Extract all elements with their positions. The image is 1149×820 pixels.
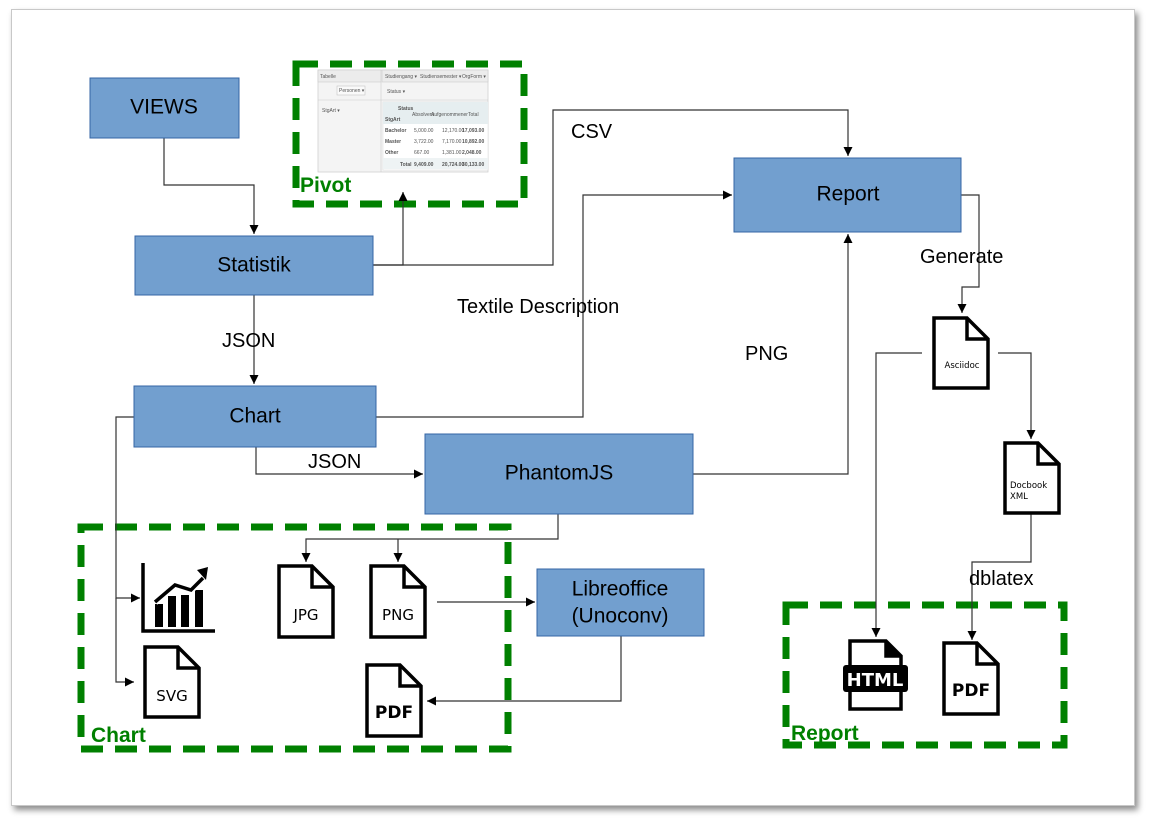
file-pdf-report-icon[interactable]: PDF <box>942 641 1000 716</box>
edge-phantomjs-report-png <box>693 234 853 475</box>
pivot-row: Bachelor 5,000.00 12,170.00 17,093.00 <box>385 128 484 134</box>
node-libreoffice-label-1: Libreoffice <box>572 578 669 601</box>
edge-phantomjs-jpg <box>301 514 559 562</box>
file-svg-label: SVG <box>156 687 187 705</box>
file-docbook-label-2: XML <box>1010 492 1028 502</box>
node-phantomjs[interactable]: PhantomJS <box>424 433 694 515</box>
pivot-cell: 12,170.00 <box>442 128 464 134</box>
pivot-value-field[interactable]: Personen ▾ <box>339 88 365 94</box>
pivot-cell: 30,133.00 <box>462 162 484 168</box>
edge-statistik-report-csv <box>373 109 853 266</box>
pivot-total-label: Total <box>400 162 412 168</box>
pivot-row-label: Master <box>385 139 401 145</box>
node-statistik[interactable]: Statistik <box>134 235 374 296</box>
edge-views-statistik <box>163 138 259 234</box>
file-docbook-icon[interactable]: Docbook XML <box>1003 441 1061 515</box>
pivot-row-label: Bachelor <box>385 128 406 134</box>
file-html-icon[interactable]: HTML <box>843 639 908 711</box>
node-views[interactable]: VIEWS <box>89 77 240 139</box>
pivot-cell: 20,724.00 <box>442 162 464 168</box>
pivot-cell: 1,381.00 <box>442 150 462 156</box>
pivot-cell: 10,892.00 <box>462 139 484 145</box>
node-chart-label: Chart <box>229 405 281 428</box>
file-png-label: PNG <box>382 606 414 624</box>
edge-report-asciidoc <box>957 194 980 313</box>
pivot-table-select[interactable]: Tabelle <box>320 74 336 80</box>
edge-label-dblatex: dblatex <box>969 568 1034 590</box>
edge-libreoffice-pdf <box>427 636 622 706</box>
pivot-cell: 667.00 <box>414 150 430 156</box>
edge-docbook-pdf-dblatex <box>967 512 1032 640</box>
node-libreoffice[interactable]: Libreoffice (Unoconv) <box>536 568 705 637</box>
edge-asciidoc-docbook <box>998 352 1036 439</box>
edge-label-json-2: JSON <box>308 451 361 473</box>
edge-label-csv: CSV <box>571 121 613 143</box>
pivot-header-stgart: StgArt <box>385 117 401 123</box>
pivot-table-preview: Tabelle Studiengang ▾ Studiensemester ▾ … <box>317 69 489 173</box>
pivot-col-field-status[interactable]: Status ▾ <box>387 89 406 95</box>
group-chart-label: Chart <box>91 724 146 747</box>
edge-label-json-1: JSON <box>222 330 275 352</box>
file-jpg-icon[interactable]: JPG <box>277 564 335 639</box>
pivot-total-row: Total 9,409.00 20,724.00 30,133.00 <box>383 158 488 169</box>
edge-label-textile: Textile Description <box>457 296 619 318</box>
node-statistik-label: Statistik <box>217 254 291 277</box>
pivot-col-field-3[interactable]: OrgForm ▾ <box>462 74 486 80</box>
pivot-row-field[interactable]: StgArt ▾ <box>322 108 340 114</box>
bar-chart-trend-icon <box>141 563 215 633</box>
group-report <box>782 601 1068 749</box>
pivot-column-header: Absolvent <box>412 112 435 118</box>
edge-chart-report-textile <box>376 190 732 418</box>
edge-asciidoc-html <box>871 352 922 637</box>
edge-label-generate: Generate <box>920 246 1003 268</box>
pivot-cell: 5,000.00 <box>414 128 434 134</box>
pivot-column-header: Total <box>468 112 479 118</box>
pivot-cell: 7,170.00 <box>442 139 462 145</box>
node-libreoffice-label-2: (Unoconv) <box>572 605 669 628</box>
node-report-label: Report <box>816 183 879 206</box>
file-html-label: HTML <box>847 670 904 691</box>
file-pdf-chart-label: PDF <box>375 703 413 723</box>
file-asciidoc-label: Asciidoc <box>945 361 980 371</box>
group-chart <box>77 523 512 753</box>
pivot-cell: 3,722.00 <box>414 139 434 145</box>
edge-label-png: PNG <box>745 343 788 365</box>
pivot-cell: 9,409.00 <box>414 162 434 168</box>
file-asciidoc-icon[interactable]: Asciidoc <box>932 316 990 390</box>
node-phantomjs-label: PhantomJS <box>505 462 614 485</box>
pivot-header-status: Status <box>398 106 414 112</box>
node-views-label: VIEWS <box>130 96 198 119</box>
file-docbook-label-1: Docbook <box>1010 481 1047 491</box>
node-report[interactable]: Report <box>733 157 962 233</box>
pivot-col-field-2[interactable]: Studiensemester ▾ <box>420 74 462 80</box>
edge-chart-svg <box>115 598 134 687</box>
file-svg-icon[interactable]: SVG <box>143 645 201 719</box>
pivot-cell: 17,093.00 <box>462 128 484 134</box>
group-pivot-label: Pivot <box>300 174 351 197</box>
group-report-label: Report <box>791 722 859 745</box>
file-pdf-chart-icon[interactable]: PDF <box>365 663 423 738</box>
pivot-column-header: Aufgenommener <box>431 112 468 118</box>
pivot-row: Master 3,722.00 7,170.00 10,892.00 <box>385 139 484 145</box>
pivot-row: Other 667.00 1,381.00 2,048.00 <box>385 150 482 156</box>
edge-chart-phantomjs-json <box>255 447 423 479</box>
pivot-col-field-1[interactable]: Studiengang ▾ <box>385 74 417 80</box>
file-png-icon[interactable]: PNG <box>369 564 427 639</box>
node-chart[interactable]: Chart <box>133 385 377 448</box>
pivot-cell: 2,048.00 <box>462 150 482 156</box>
edge-chart-charticon <box>115 416 140 603</box>
pivot-row-label: Other <box>385 150 398 156</box>
file-pdf-report-label: PDF <box>952 681 990 701</box>
group-pivot <box>292 60 528 208</box>
file-jpg-label: JPG <box>292 606 318 624</box>
